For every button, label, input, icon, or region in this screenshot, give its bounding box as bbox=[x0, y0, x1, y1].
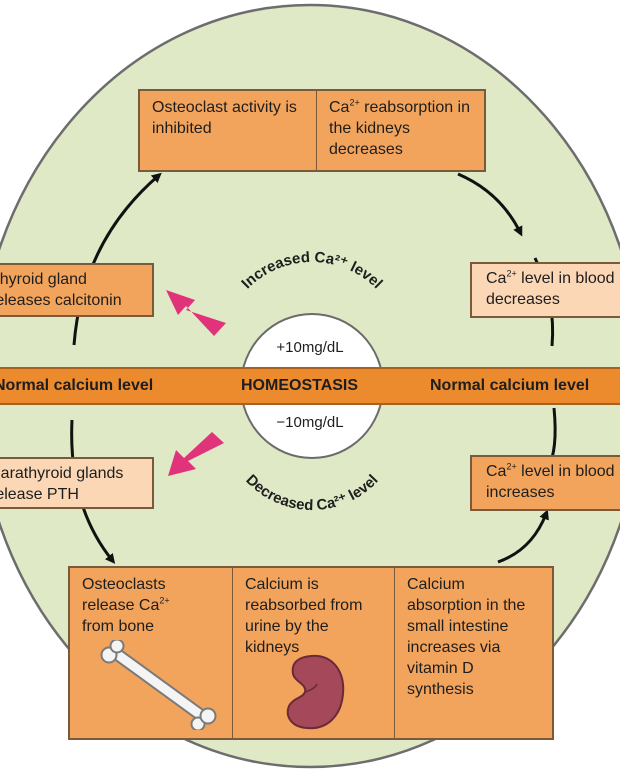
reabsorption-ca-charge: 2+ bbox=[349, 97, 360, 108]
cycle-arrow-bottom-right bbox=[497, 509, 549, 564]
homeostasis-band: Normal calcium level HOMEOSTASIS Normal … bbox=[0, 367, 620, 405]
cycle-arrow-top-left bbox=[72, 172, 162, 346]
bottom-box: Osteoclasts release Ca2+ from bone Calci… bbox=[68, 566, 554, 740]
blood-increases-line1: Ca2+ level in blood bbox=[486, 461, 615, 480]
blood-level-increases-box: Ca2+ level in blood increases bbox=[470, 455, 620, 511]
reabsorption-ca-text: Ca bbox=[329, 99, 350, 116]
band-left-label: Normal calcium level bbox=[0, 377, 154, 394]
osteoclasts-line2: release Ca2+ bbox=[82, 595, 170, 614]
thyroid-box: Thyroid gland releases calcitonin bbox=[0, 263, 154, 317]
upper-threshold-value: +10mg/dL bbox=[276, 339, 344, 356]
kidney-reabsorb-cell: Calcium is reabsorbed from urine by the … bbox=[232, 568, 394, 738]
blood-decreases-line2: decreases bbox=[486, 291, 560, 308]
osteoclast-inhibited-cell: Osteoclast activity is inhibited bbox=[140, 91, 316, 170]
band-center-label: HOMEOSTASIS bbox=[241, 377, 359, 394]
osteoclasts-release-cell: Osteoclasts release Ca2+ from bone bbox=[70, 568, 232, 738]
osteoclasts-line3: from bone bbox=[82, 618, 155, 635]
blood-level-decreases-box: Ca2+ level in blood decreases bbox=[470, 262, 620, 318]
top-box: Osteoclast activity is inhibited Ca2+ re… bbox=[138, 89, 486, 172]
reabsorption-decreases-cell: Ca2+ reabsorption in the kidneys decreas… bbox=[316, 91, 484, 170]
kidney-icon bbox=[286, 654, 345, 730]
intestine-absorption-cell: Calcium absorption in the small intestin… bbox=[394, 568, 552, 738]
lower-threshold-value: −10mg/dL bbox=[276, 414, 344, 431]
blood-decreases-line1: Ca2+ level in blood bbox=[486, 268, 615, 287]
cycle-arrow-top-right bbox=[457, 172, 523, 237]
reabsorption-decreases-text: reabsorption in the kidneys decreases bbox=[329, 99, 471, 158]
osteoclasts-line1: Osteoclasts bbox=[82, 576, 166, 593]
kidney-reabsorb-text: Calcium is reabsorbed from urine by the … bbox=[245, 576, 363, 656]
pink-arrow-lower bbox=[168, 432, 224, 476]
intestine-absorption-text: Calcium absorption in the small intestin… bbox=[407, 576, 526, 698]
band-right-label: Normal calcium level bbox=[430, 377, 590, 394]
thyroid-line2: releases calcitonin bbox=[0, 292, 122, 309]
parathyroid-line2: release PTH bbox=[0, 486, 79, 503]
parathyroid-line1: Parathyroid glands bbox=[0, 465, 124, 482]
blood-increases-line2: increases bbox=[486, 484, 555, 501]
bone-icon bbox=[100, 640, 217, 730]
osteoclast-inhibited-text: Osteoclast activity is inhibited bbox=[152, 99, 297, 137]
thyroid-line1: Thyroid gland bbox=[0, 271, 87, 288]
pink-arrow-upper bbox=[166, 290, 226, 336]
parathyroid-box: Parathyroid glands release PTH bbox=[0, 457, 154, 509]
